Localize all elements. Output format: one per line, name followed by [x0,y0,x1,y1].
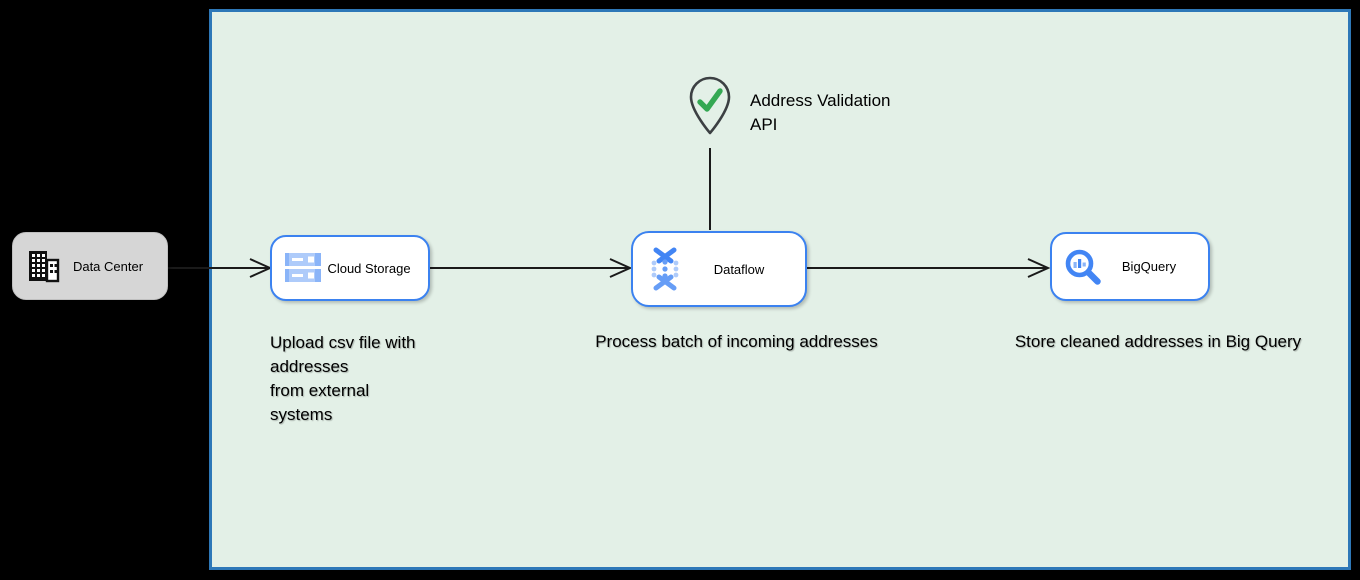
node-bigquery[interactable]: BigQuery [1050,232,1210,301]
node-label: Data Center [72,258,144,274]
dataflow-icon [645,247,685,291]
caption-process-batch: Process batch of incoming addresses [595,332,878,351]
address-validation-node[interactable] [687,76,733,136]
caption-store-cleaned: Store cleaned addresses in Big Query [1014,332,1302,351]
node-label: Cloud Storage [327,260,411,276]
cloud-storage-icon [284,252,322,284]
address-validation-label: Address Validation API [750,91,891,134]
node-label: BigQuery [1121,259,1177,274]
node-dataflow[interactable]: Dataflow [631,231,807,307]
map-pin-check-icon [689,76,731,135]
node-cloud-storage[interactable]: Cloud Storage [270,235,430,301]
bigquery-icon [1064,248,1102,286]
office-building-icon [25,248,61,284]
node-label: Dataflow [713,261,765,277]
caption-upload-csv: Upload csv file with addresses from exte… [270,333,416,424]
node-data-center[interactable]: Data Center [12,232,168,300]
